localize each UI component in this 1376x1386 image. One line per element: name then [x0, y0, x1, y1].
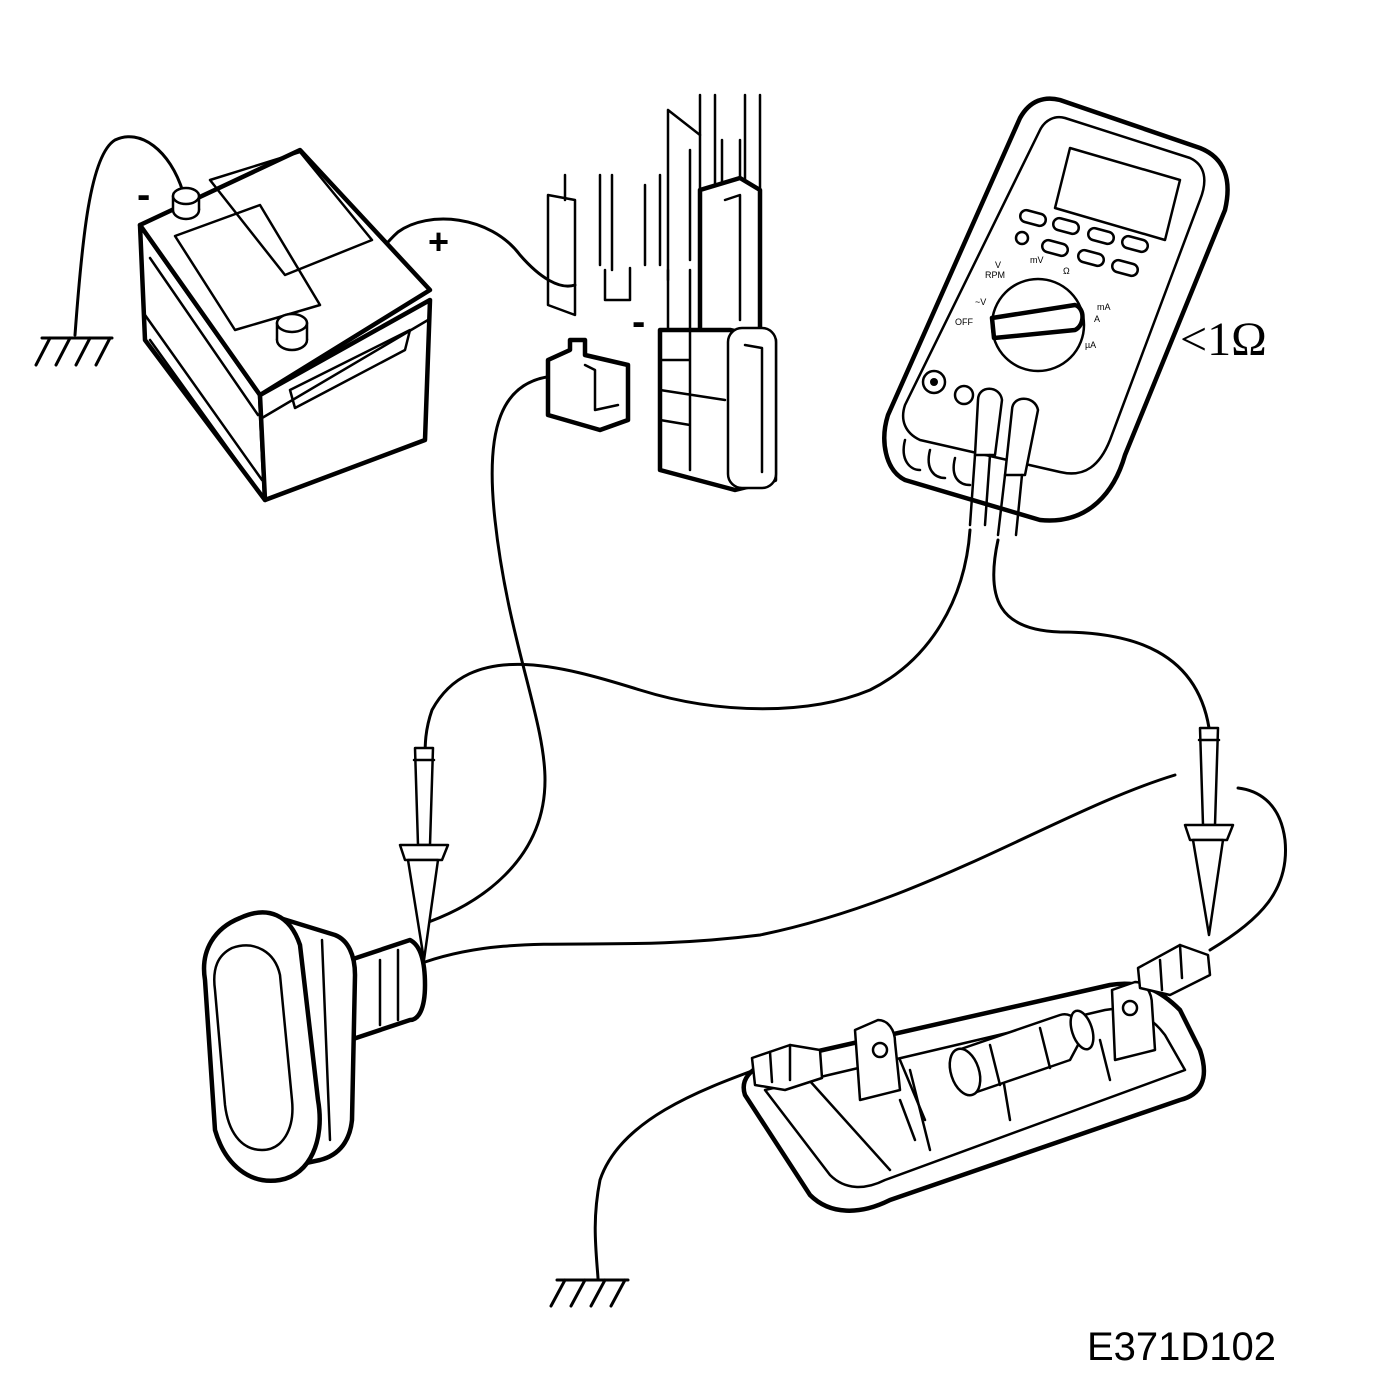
meter-lead-red [992, 538, 1212, 737]
lamp-ground-wire [593, 1066, 762, 1280]
battery-negative-ground-wire [73, 135, 185, 337]
multimeter-display [1053, 146, 1182, 242]
battery-positive-label: + [428, 221, 449, 262]
range-label-ma: mA [1097, 302, 1111, 312]
resistance-reading: <1Ω [1180, 313, 1267, 366]
battery [137, 147, 433, 503]
lamp-assembly [741, 943, 1212, 1213]
figure-code: E371D102 [1087, 1325, 1276, 1369]
lamp-right-connector [1136, 943, 1212, 997]
lamp-bulb [948, 1009, 1095, 1097]
fuse-to-switch-wire [418, 374, 557, 927]
switch [201, 910, 428, 1184]
multimeter [882, 96, 1230, 537]
range-label-ohm: Ω [1063, 266, 1070, 276]
switch-rocker [213, 944, 294, 1152]
range-label-off: OFF [955, 317, 973, 327]
range-label-v: V [995, 260, 1001, 270]
range-label-ua: µA [1085, 340, 1096, 350]
ground-symbol-lamp [549, 1278, 630, 1308]
battery-negative-label: - [137, 173, 150, 217]
ground-symbol-battery [34, 336, 114, 367]
range-label-mv: mV [1030, 255, 1044, 265]
range-label-acv: ~V [975, 297, 986, 307]
range-label-rpm: RPM [985, 270, 1005, 280]
fuse-negative-label: - [632, 300, 645, 344]
test-probe-left [398, 746, 450, 962]
range-label-a: A [1094, 314, 1100, 324]
multimeter-range-labels: V RPM mV Ω mA A ~V OFF µA [955, 255, 1111, 350]
test-probe-right [1183, 726, 1235, 937]
fuse-box [545, 93, 778, 493]
lamp-connector-wire [1208, 786, 1288, 952]
switch-to-lamp-wire [423, 773, 1177, 964]
meter-lead-black [423, 528, 972, 762]
